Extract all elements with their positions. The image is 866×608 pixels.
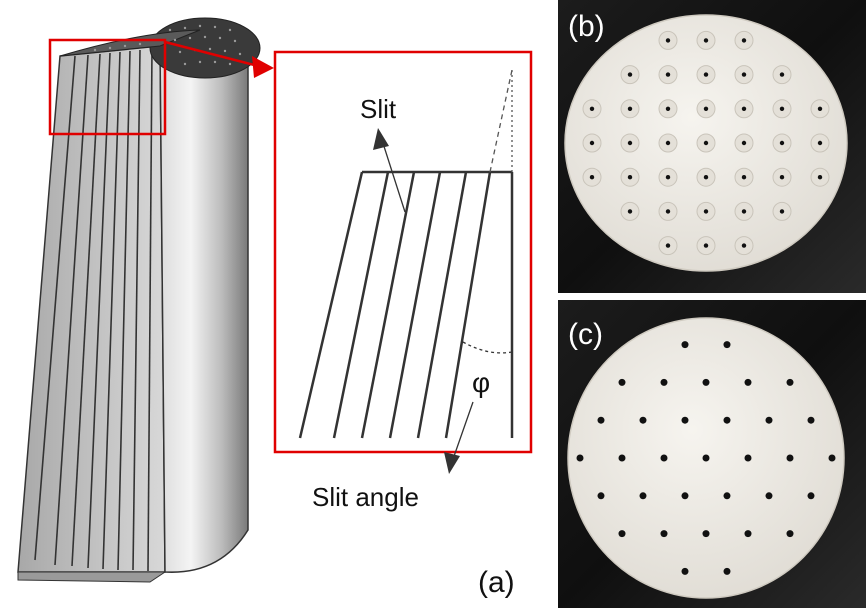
slit-arrowhead: [373, 128, 389, 150]
disc-hole: [744, 530, 752, 538]
slit-angle-arrowhead: [444, 452, 460, 474]
disc-hole: [618, 454, 626, 462]
disc-hole: [665, 38, 671, 43]
disc-hole: [744, 454, 752, 462]
disc-hole: [817, 175, 823, 180]
disc-hole: [660, 530, 668, 538]
disc-hole: [786, 530, 794, 538]
cylinder-model: [17, 17, 261, 583]
disc-hole: [703, 140, 709, 146]
disc-hole: [665, 209, 671, 214]
disc-hole: [589, 106, 595, 112]
disc-hole: [681, 567, 689, 575]
disc-hole: [786, 454, 794, 462]
panel-c-label: (c): [568, 318, 603, 351]
callout-diagram: [298, 170, 514, 439]
disc-hole: [627, 175, 633, 180]
disc-hole: [817, 106, 823, 112]
zoom-connector: [164, 40, 259, 68]
disc-hole: [589, 140, 595, 146]
disc-hole: [703, 38, 709, 43]
panel-b: (b): [558, 0, 866, 293]
disc-hole: [627, 140, 633, 146]
disc-b-holes: [582, 30, 830, 256]
slit-angle-label: Slit angle: [312, 482, 419, 512]
disc-hole: [765, 492, 773, 500]
disc-hole: [741, 140, 747, 146]
disc-hole: [741, 243, 747, 248]
disc-hole: [660, 378, 668, 386]
disc-hole: [703, 209, 709, 214]
disc-hole: [703, 243, 709, 248]
disc-hole: [665, 72, 671, 77]
disc-hole: [741, 209, 747, 214]
disc-hole: [741, 175, 747, 180]
disc-hole: [639, 416, 647, 424]
phi-symbol: φ: [472, 367, 490, 398]
disc-hole: [627, 209, 633, 214]
slit-lines-3d: [34, 47, 153, 572]
panel-c: (c): [558, 300, 866, 608]
slit-angle-arrow: [451, 401, 474, 463]
disc-hole: [723, 567, 731, 575]
disc-hole: [702, 378, 710, 386]
disc-hole: [744, 378, 752, 386]
disc-hole: [665, 243, 671, 248]
disc-hole: [665, 106, 671, 112]
disc-hole: [703, 175, 709, 180]
panel-b-label: (b): [568, 10, 605, 43]
disc-hole: [639, 492, 647, 500]
disc-hole: [779, 72, 785, 77]
disc-hole: [703, 106, 709, 112]
disc-hole: [723, 492, 731, 500]
disc-hole: [723, 341, 731, 349]
disc-hole: [665, 140, 671, 146]
disc-hole: [627, 72, 633, 77]
disc-hole: [597, 492, 605, 500]
panel-a: Slit φ Slit angle (a): [17, 17, 533, 599]
disc-hole: [681, 416, 689, 424]
disc-hole: [786, 378, 794, 386]
disc-hole: [779, 106, 785, 112]
disc-hole: [597, 416, 605, 424]
top-face-holes: [93, 24, 242, 66]
disc-hole: [741, 106, 747, 112]
disc-hole: [681, 492, 689, 500]
disc-hole: [807, 416, 815, 424]
disc-hole: [817, 140, 823, 146]
disc-hole: [703, 72, 709, 77]
disc-hole: [660, 454, 668, 462]
disc-hole: [627, 106, 633, 112]
disc-hole: [828, 454, 836, 462]
disc-hole: [779, 209, 785, 214]
disc-hole: [779, 175, 785, 180]
disc-hole: [779, 140, 785, 146]
panel-a-label: (a): [478, 566, 515, 599]
disc-hole: [681, 341, 689, 349]
disc-hole: [702, 530, 710, 538]
disc-hole: [618, 378, 626, 386]
callout-box: [273, 50, 533, 454]
zoom-highlight-box: [48, 38, 167, 136]
disc-hole: [618, 530, 626, 538]
disc-hole: [807, 492, 815, 500]
disc-hole: [665, 175, 671, 180]
angle-arc: [462, 341, 513, 354]
disc-hole: [741, 38, 747, 43]
disc-hole: [723, 416, 731, 424]
disc-hole: [741, 72, 747, 77]
disc-hole: [576, 454, 584, 462]
disc-c-holes: [576, 341, 836, 575]
disc-hole: [589, 175, 595, 180]
zoom-connector-arrowhead: [252, 56, 274, 78]
slit-arrow: [380, 136, 406, 213]
disc-hole: [702, 454, 710, 462]
slit-label: Slit: [360, 94, 397, 124]
disc-hole: [765, 416, 773, 424]
